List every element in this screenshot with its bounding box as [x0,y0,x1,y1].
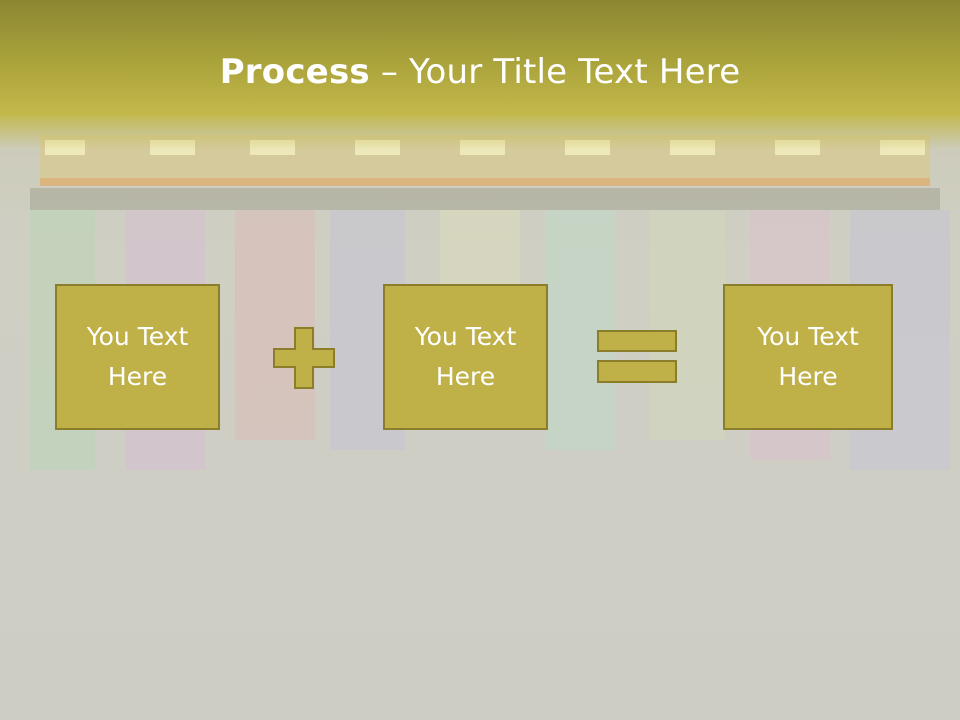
page-title: Process – Your Title Text Here [0,52,960,92]
process-box-2[interactable]: You Text Here [383,284,548,430]
process-box-label: You Text Here [86,322,189,391]
title-rest: – Your Title Text Here [369,52,741,92]
process-box-label: You Text Here [757,322,859,391]
title-band [0,0,960,150]
process-box-label: You Text Here [414,322,517,391]
title-bold: Process [219,52,370,92]
process-box-1[interactable]: You Text Here [55,284,220,430]
process-box-3[interactable]: You Text Here [723,284,893,430]
equals-icon [597,330,677,383]
plus-icon [273,327,335,389]
